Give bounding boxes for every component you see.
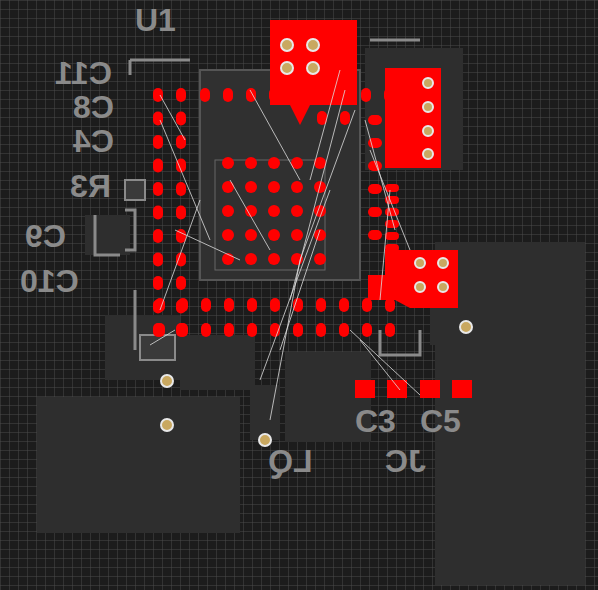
smd-pad	[291, 253, 303, 265]
smd-pad	[176, 182, 186, 196]
silkscreen-label: R3	[70, 170, 111, 202]
smd-pad	[247, 298, 257, 312]
smd-pad	[268, 157, 280, 169]
smd-pad	[293, 298, 303, 312]
smd-pad	[153, 135, 163, 149]
smd-pad	[224, 298, 234, 312]
smd-pad	[245, 181, 257, 193]
smd-pad	[178, 323, 188, 337]
smd-pad	[153, 182, 163, 196]
smd-pad	[201, 323, 211, 337]
smd-pad	[224, 323, 234, 337]
smd-pad	[222, 229, 234, 241]
smd-pad	[292, 88, 302, 102]
smd-pad	[291, 229, 303, 241]
silkscreen-label: LQ	[268, 445, 312, 477]
silkscreen-label: JC	[385, 445, 426, 477]
silkscreen-label: C9	[25, 220, 66, 252]
smd-pad	[368, 184, 382, 194]
smd-pad	[270, 298, 280, 312]
smd-pad	[339, 323, 349, 337]
smd-pad	[178, 298, 188, 312]
smd-pad	[153, 159, 163, 173]
smd-pad	[176, 253, 186, 267]
smd-pad	[176, 88, 186, 102]
smd-pad	[153, 229, 163, 243]
smd-pad	[385, 298, 395, 312]
smd-pad	[245, 229, 257, 241]
smd-pad	[176, 276, 186, 290]
smd-pad	[385, 232, 399, 240]
smd-pad	[268, 181, 280, 193]
smd-pad	[291, 181, 303, 193]
smd-pad	[385, 323, 395, 337]
smd-pad	[222, 157, 234, 169]
smd-pad	[385, 208, 399, 216]
smd-pad	[268, 253, 280, 265]
silkscreen-label: C11	[55, 57, 112, 89]
smd-pad	[362, 323, 372, 337]
silkscreen-label: C8	[73, 91, 114, 123]
smd-pad	[291, 205, 303, 217]
smd-pad	[340, 85, 350, 99]
smd-pad	[245, 157, 257, 169]
smd-pad	[176, 112, 186, 126]
smd-pad	[314, 253, 326, 265]
smd-pad	[222, 181, 234, 193]
smd-pad	[155, 323, 165, 337]
silkscreen-label: U1	[135, 4, 176, 36]
silkscreen-label: C5	[420, 405, 461, 437]
smd-pad	[368, 207, 382, 217]
smd-pad	[368, 115, 382, 125]
smd-pad	[246, 88, 256, 102]
smd-pad	[368, 230, 382, 240]
smd-pad	[361, 88, 371, 102]
smd-pad	[315, 88, 325, 102]
silkscreen-label: C3	[355, 405, 396, 437]
smd-pad	[153, 253, 163, 267]
smd-pad	[268, 229, 280, 241]
smd-pad	[201, 298, 211, 312]
smd-pad	[316, 323, 326, 337]
smd-pad	[384, 88, 394, 102]
silkscreen-label: C4	[73, 125, 114, 157]
smd-pad	[316, 298, 326, 312]
smd-pad	[176, 135, 186, 149]
smd-pad	[245, 205, 257, 217]
smd-pad	[153, 206, 163, 220]
smd-pad	[293, 323, 303, 337]
smd-pad	[176, 206, 186, 220]
smd-pad	[385, 244, 399, 252]
silkscreen-label: C10	[20, 265, 79, 297]
smd-pad	[362, 298, 372, 312]
smd-pad	[340, 111, 350, 125]
smd-pad	[153, 276, 163, 290]
smd-pad	[245, 253, 257, 265]
smd-pad	[153, 88, 163, 102]
smd-pad	[269, 88, 279, 102]
smd-pad	[385, 184, 399, 192]
smd-pad	[223, 88, 233, 102]
smd-pad	[268, 205, 280, 217]
smd-pad	[247, 323, 257, 337]
smd-pad	[339, 298, 349, 312]
smd-pad	[222, 205, 234, 217]
smd-pad	[200, 88, 210, 102]
